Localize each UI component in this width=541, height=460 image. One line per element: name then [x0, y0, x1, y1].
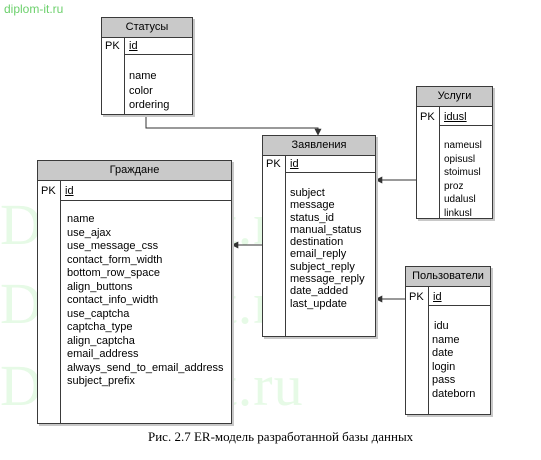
field: contact_info_width: [67, 294, 159, 306]
column-divider: [439, 106, 440, 218]
field: name: [67, 213, 95, 225]
field: contact_form_width: [67, 253, 163, 266]
pk-label: PK: [105, 40, 120, 52]
pk-row: PK id: [102, 38, 192, 55]
pk-label: PK: [420, 111, 435, 123]
entity-title: Граждане: [38, 161, 231, 181]
field: use_ajax: [67, 226, 112, 239]
pk-separator: [285, 172, 375, 173]
pk-field: id: [290, 158, 299, 170]
field: nameusl: [444, 140, 482, 151]
field: email_address: [67, 348, 139, 360]
column-divider: [428, 286, 429, 414]
entity-statuses: Статусы PK id name color ordering: [101, 17, 193, 115]
field: color: [129, 84, 153, 97]
field: subject_prefix: [67, 375, 135, 387]
field: proz: [444, 180, 464, 192]
field: udalusl: [444, 194, 476, 205]
field: ordering: [129, 99, 170, 111]
column-divider: [285, 155, 286, 336]
field: status_id: [290, 211, 335, 224]
statuses-to-applications-line: [145, 113, 322, 136]
pk-row: PK idusl: [417, 107, 492, 126]
pk-row: PK id: [406, 287, 490, 306]
entity-services: Услуги PK idusl nameusl opisusl stoimusl…: [416, 86, 493, 219]
pk-label: PK: [41, 185, 56, 197]
field: last_update: [290, 297, 347, 310]
entity-applications: Заявления PK id subject message status_i…: [262, 135, 376, 337]
field: pass: [432, 374, 456, 386]
site-label: diplom-it.ru: [4, 2, 64, 16]
pk-row: PK id: [38, 181, 231, 201]
pk-row: PK id: [263, 156, 375, 173]
pk-field: id: [433, 291, 442, 303]
entity-title: Пользователи: [406, 267, 490, 287]
field: use_captcha: [67, 307, 130, 320]
pk-separator: [60, 200, 231, 201]
entity-title: Заявления: [263, 136, 375, 156]
field-list: name use_ajax use_message_css contact_fo…: [67, 213, 224, 389]
pk-separator: [428, 305, 490, 306]
field: subject: [290, 187, 325, 199]
pk-field: id: [129, 40, 138, 52]
field-list: subject message status_id manual_status …: [290, 187, 365, 310]
column-divider: [124, 37, 125, 114]
field: subject_reply: [290, 260, 355, 273]
field: date_added: [290, 285, 349, 298]
field: use_message_css: [67, 240, 159, 252]
field: align_buttons: [67, 280, 133, 293]
field: name: [432, 333, 460, 346]
pk-separator: [124, 54, 192, 55]
field: manual_status: [290, 223, 362, 236]
field: opisusl: [444, 153, 476, 165]
field: message_reply: [290, 273, 365, 286]
field-list: nameusl opisusl stoimusl proz udalusl li…: [444, 139, 482, 220]
field: login: [432, 360, 456, 373]
field: always_send_to_email_address: [67, 361, 224, 374]
entity-title: Услуги: [417, 87, 492, 107]
field: idu: [434, 320, 449, 332]
field-list: name color ordering: [129, 69, 169, 113]
pk-field: idusl: [444, 111, 467, 123]
field: captcha_type: [67, 321, 133, 333]
figure-caption: Рис. 2.7 ER-модель разработанной базы да…: [148, 429, 414, 444]
field: dateborn: [432, 387, 476, 400]
field: bottom_row_space: [67, 267, 160, 279]
pk-field: id: [65, 185, 74, 197]
field: linkusl: [444, 207, 472, 219]
field: stoimusl: [444, 167, 481, 178]
pk-label: PK: [266, 158, 281, 170]
field: name: [129, 70, 157, 82]
field: message: [290, 199, 335, 212]
field: email_reply: [290, 248, 347, 261]
entity-title: Статусы: [102, 18, 192, 38]
pk-label: PK: [409, 291, 424, 303]
field-list: idu name date login pass dateborn: [432, 320, 475, 401]
entity-citizens: Граждане PK id name use_ajax use_message…: [37, 160, 232, 424]
entity-users: Пользователи PK id idu name date login p…: [405, 266, 491, 415]
field: align_captcha: [67, 334, 135, 347]
pk-separator: [439, 125, 492, 126]
field: destination: [290, 236, 344, 249]
field: date: [432, 347, 454, 359]
column-divider: [60, 180, 61, 423]
